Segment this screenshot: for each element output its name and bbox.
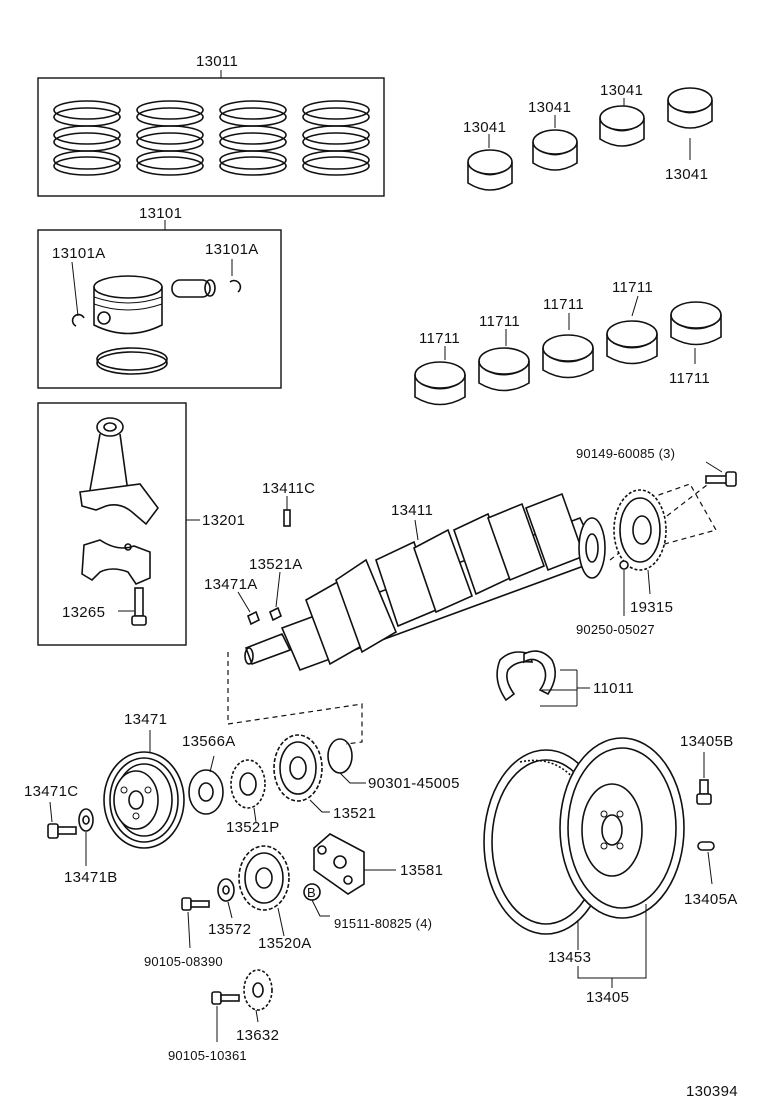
bolt-13405b[interactable]: [696, 752, 712, 805]
pin-90250-05027[interactable]: [619, 560, 629, 616]
piston-ring-set-13011[interactable]: [37, 70, 385, 197]
label-13405a: 13405A: [684, 891, 738, 908]
label-13101a-right: 13101A: [205, 241, 259, 258]
label-13405b: 13405B: [680, 733, 734, 750]
crank-pulley-13471[interactable]: [103, 730, 185, 849]
crankshaft-13411[interactable]: [244, 492, 606, 672]
connecting-rod-13201[interactable]: [37, 402, 200, 646]
label-19315: 19315: [630, 599, 673, 616]
label-90105-10361: 90105-10361: [168, 1048, 247, 1063]
washer-13471b[interactable]: [78, 808, 94, 866]
label-13521a: 13521A: [249, 556, 303, 573]
label-13520a: 13520A: [258, 935, 312, 952]
label-90105-08390: 90105-08390: [144, 954, 223, 969]
label-90250-05027: 90250-05027: [576, 622, 655, 637]
flywheel-13405[interactable]: [483, 737, 685, 988]
bolt-13471c[interactable]: [47, 801, 77, 839]
label-11711-4: 11711: [612, 279, 653, 296]
label-90149-60085: 90149-60085 (3): [576, 446, 675, 461]
main-bearings-11711[interactable]: [414, 295, 722, 406]
idler-gear-13520a[interactable]: [238, 845, 290, 937]
label-13041-1: 13041: [463, 119, 506, 136]
o-ring-90301-45005[interactable]: [327, 738, 366, 784]
page-reference-number: 130394: [686, 1083, 738, 1100]
bolt-marker-b[interactable]: B: [303, 883, 330, 917]
key-13521a[interactable]: [268, 571, 283, 622]
oil-pump-gear-13632[interactable]: [243, 969, 273, 1023]
label-13041-3: 13041: [600, 82, 643, 99]
label-13471: 13471: [124, 711, 167, 728]
label-13265: 13265: [62, 604, 105, 621]
bolt-marker-b-text: B: [307, 885, 316, 900]
label-91511-80825: 91511-80825 (4): [334, 916, 432, 931]
label-13521: 13521: [333, 805, 376, 822]
label-13471b: 13471B: [64, 869, 118, 886]
label-11011: 11011: [593, 680, 634, 697]
label-11711-5: 11711: [669, 370, 710, 387]
washer-13572[interactable]: [217, 878, 235, 919]
label-11711-2: 11711: [479, 313, 520, 330]
bolt-90149-60085[interactable]: [705, 461, 737, 487]
label-13471a: 13471A: [204, 576, 258, 593]
thrust-washers-11011[interactable]: [496, 650, 590, 707]
drive-plate-19315[interactable]: [613, 489, 667, 595]
gear-shaft-plate-13581[interactable]: [313, 833, 396, 895]
crank-gear-13521[interactable]: [273, 734, 330, 813]
oil-slinger-13566a[interactable]: [188, 755, 224, 815]
label-13041-2: 13041: [528, 99, 571, 116]
label-13041-4: 13041: [665, 166, 708, 183]
label-13201: 13201: [202, 512, 245, 529]
label-90301-45005: 90301-45005: [368, 775, 460, 792]
sprocket-13521p[interactable]: [230, 759, 266, 823]
label-13581: 13581: [400, 862, 443, 879]
label-13566a: 13566A: [182, 733, 236, 750]
label-13405: 13405: [586, 989, 629, 1006]
label-13411: 13411: [391, 502, 433, 519]
label-13411c: 13411C: [262, 480, 315, 497]
label-11711-3: 11711: [543, 296, 584, 313]
label-13453: 13453: [548, 949, 591, 966]
label-13101: 13101: [139, 205, 182, 222]
pin-13405a[interactable]: [697, 841, 715, 885]
label-13521p: 13521P: [226, 819, 280, 836]
label-13572: 13572: [208, 921, 251, 938]
label-13101a-left: 13101A: [52, 245, 106, 262]
bolt-90105-08390[interactable]: [181, 897, 210, 949]
bolt-90105-10361[interactable]: [211, 991, 240, 1042]
label-13632: 13632: [236, 1027, 279, 1044]
label-13471c: 13471C: [24, 783, 78, 800]
piston-assembly-13101[interactable]: [37, 220, 282, 389]
pin-13411c[interactable]: [283, 496, 291, 527]
label-13011: 13011: [196, 53, 238, 70]
crank-pin-bearings-13041[interactable]: [467, 87, 713, 191]
label-11711-1: 11711: [419, 330, 460, 347]
key-13471a[interactable]: [237, 591, 261, 626]
